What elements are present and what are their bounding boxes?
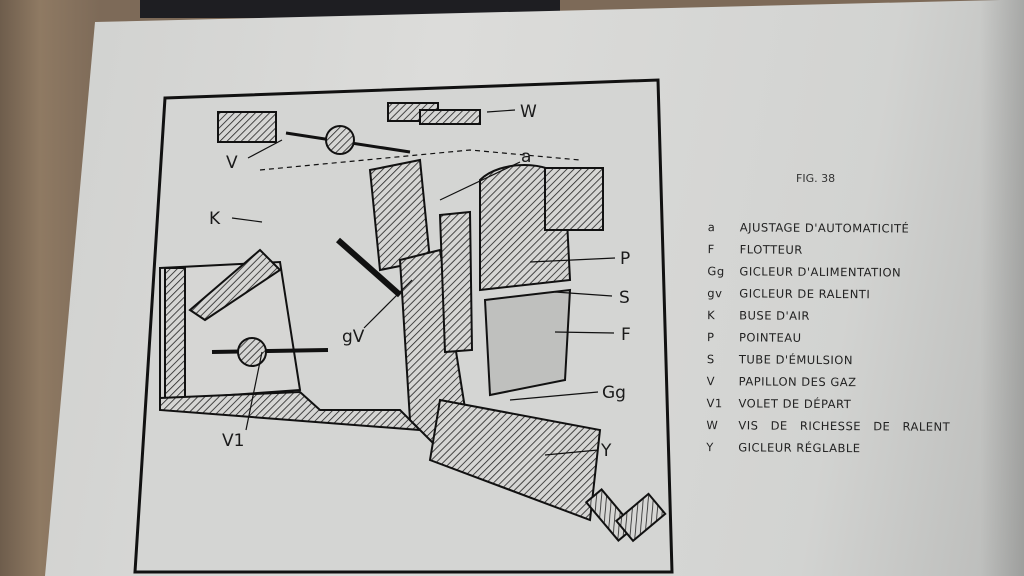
legend-text: BUSE D'AIR: [739, 308, 810, 323]
legend-item: W VIS DE RICHESSE DE RALENT: [706, 414, 950, 438]
label-V: V: [226, 153, 238, 173]
legend-text: TUBE D'ÉMULSION: [738, 352, 854, 368]
carburetor-body: [159, 102, 667, 543]
figure-number: FIG. 38: [796, 172, 836, 185]
label-gv: gV: [342, 327, 365, 347]
diagram-leader-lines: [231, 109, 616, 456]
label-W: W: [520, 102, 537, 122]
legend-key: a: [707, 220, 716, 235]
legend-key: V: [706, 374, 716, 389]
label-F: F: [621, 325, 631, 345]
legend-key: Y: [706, 440, 714, 455]
label-Y: Y: [600, 441, 612, 461]
label-V1: V1: [222, 431, 244, 451]
legend-text: PAPILLON DES GAZ: [738, 374, 857, 390]
legend-key: Gg: [707, 264, 725, 279]
legend-key: K: [707, 308, 716, 323]
label-P: P: [620, 249, 630, 269]
legend-text: VOLET DE DÉPART: [738, 396, 852, 412]
legend-text: GICLEUR RÉGLABLE: [738, 440, 861, 456]
legend-item: Gg GICLEUR D'ALIMENTATION: [707, 260, 951, 284]
legend-item: K BUSE D'AIR: [707, 304, 951, 328]
legend-text: VIS DE RICHESSE DE RALENT: [738, 418, 951, 434]
legend-item: F FLOTTEUR: [708, 238, 952, 262]
legend-item: S TUBE D'ÉMULSION: [707, 348, 951, 372]
legend-item: P POINTEAU: [707, 326, 951, 350]
label-S: S: [619, 288, 630, 308]
legend-key: P: [706, 330, 715, 345]
legend-key: V1: [706, 396, 723, 411]
legend-text: GICLEUR DE RALENTI: [739, 286, 871, 302]
label-a: a: [521, 147, 531, 167]
legend-key: W: [706, 418, 719, 433]
legend-item: V PAPILLON DES GAZ: [707, 370, 951, 394]
legend-text: AJUSTAGE D'AUTOMATICITÉ: [739, 220, 910, 236]
legend-key: gv: [707, 286, 723, 301]
legend-text: POINTEAU: [738, 330, 802, 345]
label-K: K: [209, 209, 221, 229]
page-fold-shadow: [980, 0, 1024, 576]
legend-key: F: [707, 242, 715, 257]
legend-item: gv GICLEUR DE RALENTI: [707, 282, 951, 306]
legend-item: Y GICLEUR RÉGLABLE: [706, 436, 950, 460]
legend-text: GICLEUR D'ALIMENTATION: [739, 264, 902, 280]
legend-key: S: [706, 352, 715, 367]
legend-text: FLOTTEUR: [739, 242, 803, 257]
label-Gg: Gg: [602, 383, 626, 403]
legend-item: V1 VOLET DE DÉPART: [706, 392, 950, 416]
legend-item: a AJUSTAGE D'AUTOMATICITÉ: [708, 216, 952, 240]
